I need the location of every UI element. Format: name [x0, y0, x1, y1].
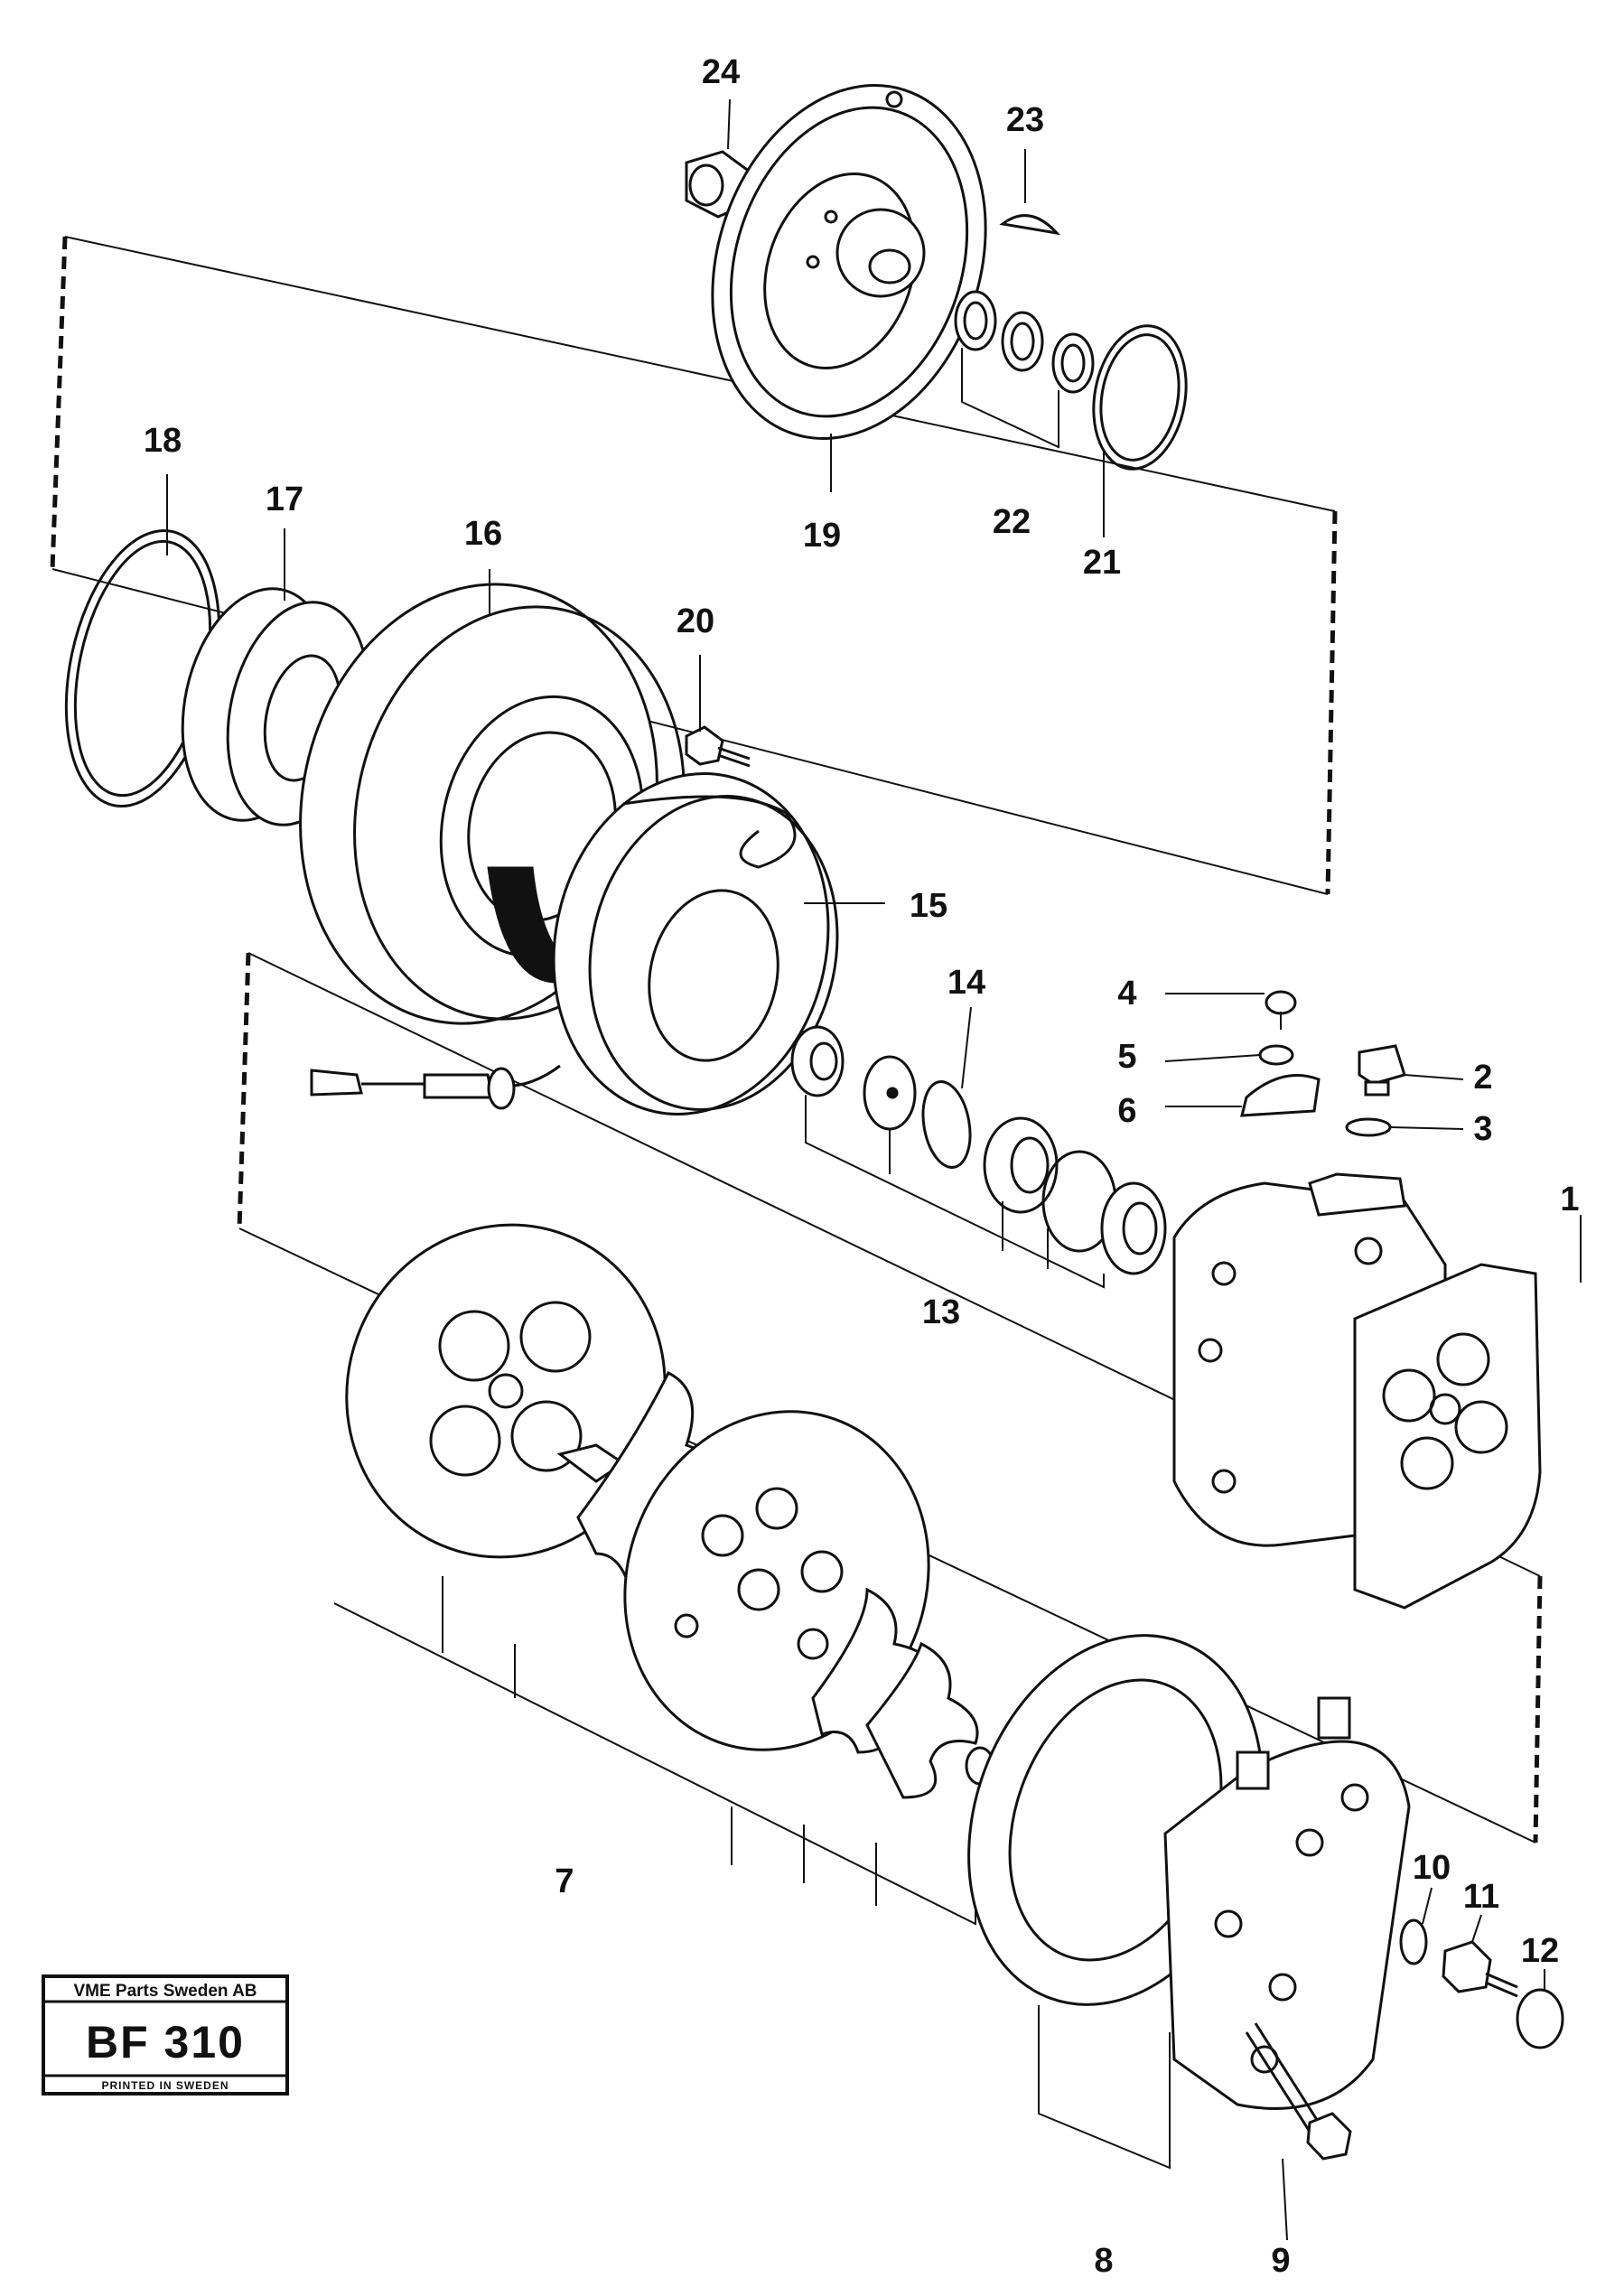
part-20-screw — [685, 725, 751, 768]
callout-19: 19 — [803, 517, 841, 555]
part-11-valve — [1442, 1940, 1518, 1998]
part-7-valve-plate-set — [333, 1223, 1025, 1926]
callout-13: 13 — [922, 1293, 960, 1331]
stamp-footer: PRINTED IN SWEDEN — [101, 2079, 229, 2092]
part-21-snap-ring — [1092, 324, 1188, 471]
callout-11: 11 — [1463, 1878, 1499, 1916]
callout-7: 7 — [555, 1862, 574, 1900]
part-15-coil — [310, 772, 839, 1115]
callout-18: 18 — [144, 422, 182, 460]
part-19-hub-plate — [711, 84, 987, 440]
callout-8: 8 — [1094, 2242, 1113, 2280]
callout-17: 17 — [266, 481, 303, 518]
part-3-o-ring — [1345, 1117, 1392, 1137]
part-4-screw — [1265, 990, 1297, 1030]
callout-16: 16 — [464, 515, 502, 553]
leader-lines — [166, 98, 1582, 2241]
callout-4: 4 — [1117, 975, 1136, 1013]
callout-2: 2 — [1473, 1059, 1492, 1097]
callout-23: 23 — [1006, 101, 1044, 139]
callout-24: 24 — [702, 53, 740, 91]
stamp-code: BF 310 — [86, 2017, 245, 2068]
parts-stamp: VME Parts Sweden AB BF 310 PRINTED IN SW… — [42, 1974, 289, 2096]
callout-15: 15 — [910, 887, 947, 925]
part-2-plug — [1358, 1044, 1406, 1097]
callout-labels: 1 2 3 4 5 6 7 8 9 10 11 12 13 14 15 16 1… — [144, 53, 1580, 2280]
callout-14: 14 — [947, 964, 985, 1002]
callout-20: 20 — [677, 602, 714, 640]
callout-3: 3 — [1473, 1110, 1492, 1148]
callout-1: 1 — [1560, 1181, 1579, 1218]
part-23-key — [999, 214, 1061, 236]
part-1-compressor — [1172, 1172, 1542, 1610]
part-5-washer — [1258, 1044, 1294, 1066]
callout-6: 6 — [1117, 1092, 1136, 1130]
callout-21: 21 — [1083, 544, 1121, 582]
part-13-seal-set — [790, 1025, 1167, 1289]
stamp-company: VME Parts Sweden AB — [73, 1982, 257, 2001]
part-9-cylinder-head — [1163, 1696, 1411, 2161]
part-14-circlip — [921, 1080, 972, 1169]
part-6-clamp — [1240, 1074, 1321, 1117]
callout-9: 9 — [1271, 2242, 1290, 2280]
callout-10: 10 — [1413, 1849, 1451, 1887]
part-22-shims — [954, 290, 1095, 449]
callout-5: 5 — [1117, 1038, 1136, 1076]
callout-12: 12 — [1521, 1932, 1559, 1970]
part-12-cap — [1516, 1988, 1564, 2049]
callout-22: 22 — [993, 503, 1031, 541]
part-10-o-ring — [1399, 1918, 1428, 1965]
